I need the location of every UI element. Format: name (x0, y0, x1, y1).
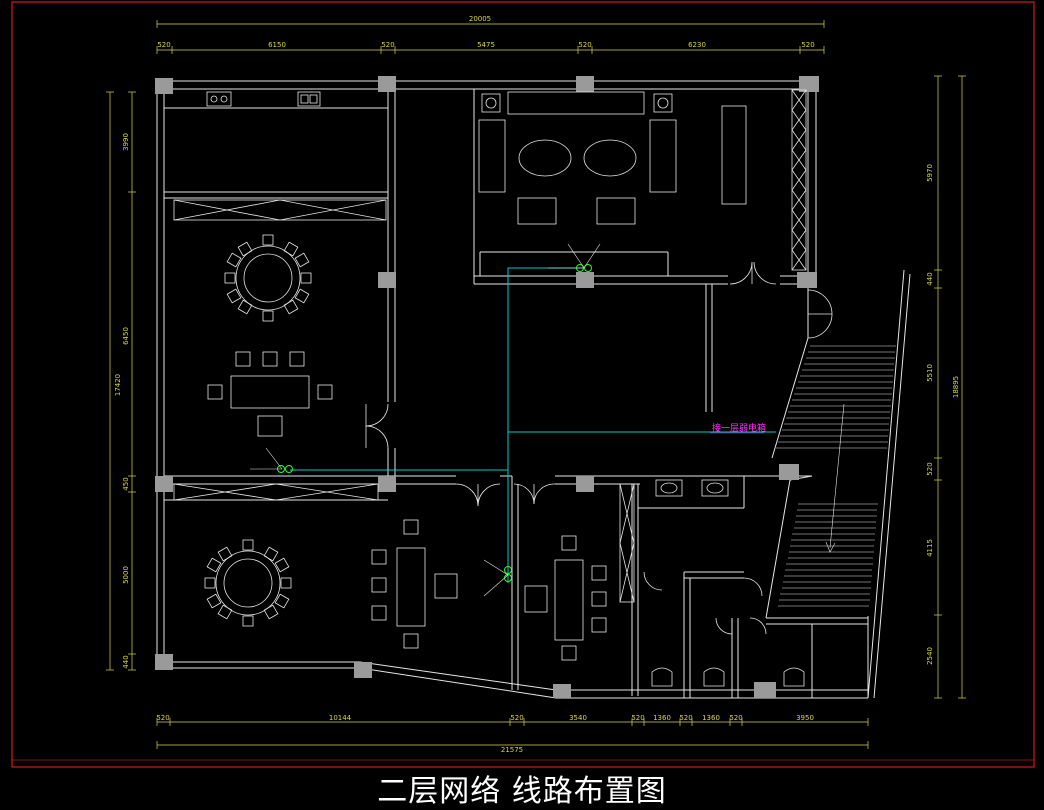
top-dimension-5: 6230 (688, 41, 706, 49)
bottom-dimensions (156, 718, 869, 749)
left-dimension-1: 6450 (122, 327, 130, 345)
top-dimension-2: 520 (381, 41, 394, 49)
top-dimension-4: 520 (578, 41, 591, 49)
kitchen-fixtures (206, 91, 321, 107)
right-dimension-2: 5510 (926, 364, 934, 382)
right-dimensions (934, 75, 966, 699)
left-dimension-0: 3990 (122, 133, 130, 151)
left-dimension-2: 450 (122, 477, 130, 490)
drawing-title: 二层网络 线路布置图 (377, 774, 667, 809)
network-cable-route (290, 267, 776, 583)
doors (365, 261, 833, 635)
meeting-table-2 (371, 519, 458, 649)
left-total-dimension: 17420 (114, 374, 122, 396)
bottom-total-dimension: 21575 (501, 746, 523, 754)
round-dining-table-2 (204, 539, 292, 627)
wifi-access-point-marks (250, 243, 601, 597)
network-outlets (277, 264, 592, 582)
right-dimension-4: 4115 (926, 539, 934, 557)
washroom-fixtures (651, 479, 805, 687)
bottom-dimension-1: 10144 (329, 714, 352, 722)
bottom-dimension-7: 1360 (702, 714, 720, 722)
right-dimension-3: 520 (926, 462, 934, 475)
tea-room-table (524, 535, 607, 661)
bottom-dimension-2: 520 (510, 714, 523, 722)
bottom-dimension-4: 520 (631, 714, 644, 722)
right-dimension-0: 5970 (926, 164, 934, 182)
bottom-dimension-5: 1360 (653, 714, 671, 722)
round-dining-table-1 (224, 234, 312, 322)
bottom-dimension-9: 3950 (796, 714, 814, 722)
top-dimension-0: 520 (157, 41, 170, 49)
top-dimension-1: 6150 (268, 41, 286, 49)
left-dimension-3: 5000 (122, 566, 130, 584)
network-source-label: 接一层弱电箱 (712, 422, 766, 434)
bottom-dimension-0: 520 (156, 714, 169, 722)
bottom-dimension-8: 520 (729, 714, 742, 722)
right-total-dimension: 18895 (952, 376, 960, 398)
cabinets (173, 199, 635, 603)
walls (156, 80, 911, 699)
right-dimension-1: 440 (926, 272, 934, 285)
lounge-furniture (478, 91, 747, 225)
truss-wall (791, 89, 807, 271)
top-total-dimension: 20005 (469, 15, 491, 23)
right-dimension-5: 2540 (926, 647, 934, 665)
drawing-frame (11, 1, 1035, 768)
top-dimensions (156, 20, 825, 54)
bottom-dimension-6: 520 (679, 714, 692, 722)
staircase (776, 345, 896, 607)
left-dimension-4: 440 (122, 655, 130, 668)
top-dimension-3: 5475 (477, 41, 495, 49)
structural-columns (155, 76, 819, 698)
left-dimensions (106, 91, 136, 671)
top-dimension-6: 520 (801, 41, 814, 49)
meeting-table-1 (207, 351, 333, 437)
bottom-dimension-3: 3540 (569, 714, 587, 722)
